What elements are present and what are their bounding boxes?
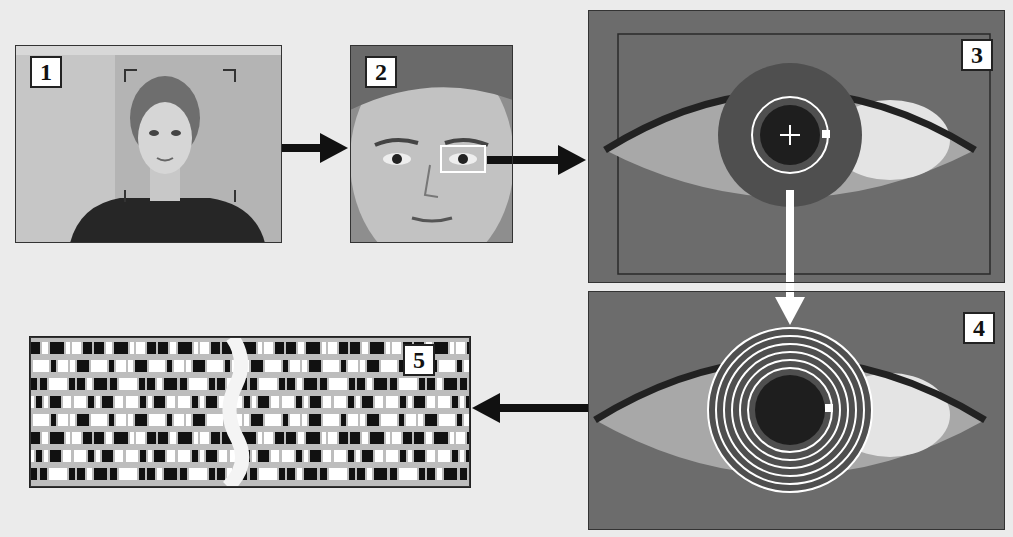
background xyxy=(30,337,470,487)
eyebrow xyxy=(375,140,418,145)
eye xyxy=(149,130,159,136)
hair xyxy=(350,45,513,110)
arrow-head xyxy=(558,145,586,175)
center-cross xyxy=(780,125,800,145)
highlight xyxy=(825,404,833,412)
mouth xyxy=(412,218,452,221)
flow-arrow xyxy=(282,133,348,163)
pupil xyxy=(755,375,825,445)
arrow-stub xyxy=(487,156,513,164)
image-panel: 1 xyxy=(15,45,282,243)
flow-arrow xyxy=(513,145,586,175)
focus-brackets xyxy=(125,70,235,202)
ring xyxy=(740,360,840,460)
code-row xyxy=(30,375,470,393)
iris-rings xyxy=(588,291,1005,530)
ring xyxy=(708,328,872,492)
ring xyxy=(716,336,864,484)
frame-top xyxy=(15,45,282,55)
ring xyxy=(732,352,848,468)
code-row xyxy=(30,429,470,447)
located-circle xyxy=(752,97,828,173)
nose xyxy=(425,165,438,197)
image-panel: 5 xyxy=(30,337,470,487)
pupil xyxy=(760,105,820,165)
iris-code xyxy=(30,337,470,487)
image-panel: 4 xyxy=(588,291,1005,530)
eye-image xyxy=(588,10,1005,283)
eye-region-box xyxy=(441,146,485,172)
code-frame xyxy=(30,337,470,487)
iris xyxy=(458,154,468,164)
background xyxy=(588,291,1005,530)
image-panel: 2 xyxy=(350,45,513,243)
code-row xyxy=(30,465,470,483)
flow-arrow xyxy=(472,393,588,423)
code-row xyxy=(30,447,470,465)
occlusion-band xyxy=(228,337,242,487)
background xyxy=(15,45,282,243)
arrow-shaft xyxy=(513,156,558,164)
iris xyxy=(718,63,862,207)
ring xyxy=(724,344,856,476)
arrow-shaft xyxy=(786,190,794,297)
arrow-shaft xyxy=(282,144,320,152)
ring xyxy=(748,368,832,452)
iris xyxy=(708,328,872,492)
eye xyxy=(449,153,477,165)
arrow-head xyxy=(775,297,805,325)
flow-arrow xyxy=(775,190,805,325)
code-row xyxy=(30,393,470,411)
background xyxy=(588,10,1005,283)
face-closeup xyxy=(350,45,513,243)
step-number: 1 xyxy=(30,56,62,88)
sampling-rings xyxy=(708,328,872,492)
step-number: 4 xyxy=(963,312,995,344)
eye xyxy=(383,153,411,165)
sweater xyxy=(70,198,265,243)
eyebrow xyxy=(445,140,488,145)
iris xyxy=(392,154,402,164)
arrow-head xyxy=(320,133,348,163)
image-panel: 3 xyxy=(588,10,1005,283)
arrow-head xyxy=(472,393,500,423)
highlight xyxy=(822,130,830,138)
step-number: 2 xyxy=(365,56,397,88)
code-row xyxy=(30,411,470,429)
mouth xyxy=(157,158,173,161)
step-number: 5 xyxy=(403,344,435,376)
face xyxy=(138,102,192,174)
step-number: 3 xyxy=(961,39,993,71)
arrow-shaft xyxy=(500,404,588,412)
camera-view xyxy=(15,45,282,243)
eye xyxy=(171,130,181,136)
